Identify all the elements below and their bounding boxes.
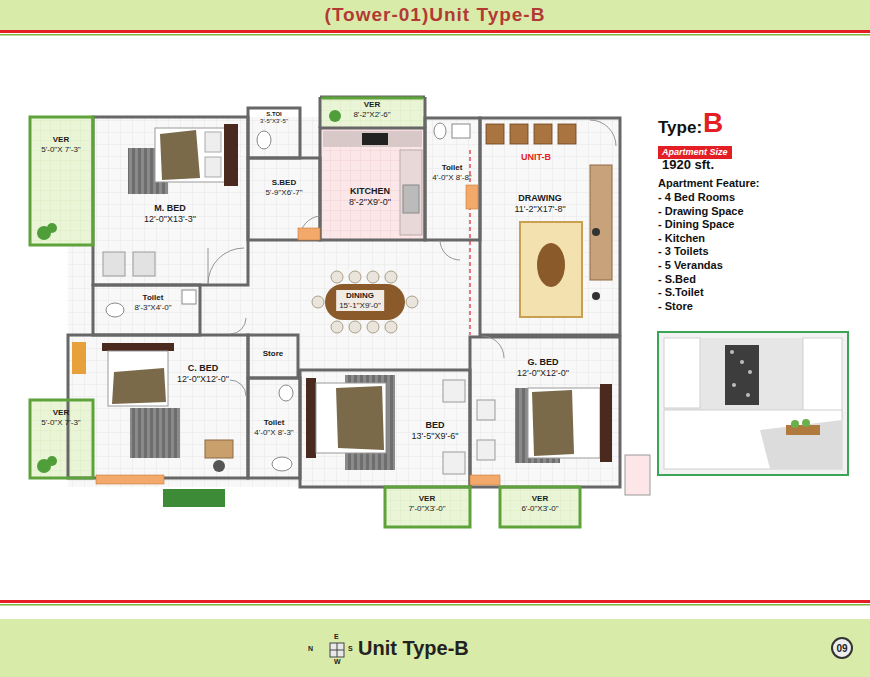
room-dimension: 12'-0"X13'-3"	[144, 214, 196, 225]
room-name: DRAWING	[514, 193, 565, 204]
room-label: C. BED12'-0"X12'-0"	[177, 363, 229, 385]
veranda-box: VER5'-0"X 7'-3"	[30, 400, 93, 478]
compass-letter: E	[334, 633, 339, 641]
plan-title: (Tower-01)Unit Type-B	[0, 4, 870, 26]
room-label: VER8'-2"X2'-6"	[353, 100, 390, 119]
room-dimension: 15'-1"X9'-0"	[339, 301, 381, 311]
room-box: S.TOI3'-5"X3'-5"	[248, 108, 300, 158]
room-dimension: 12'-0"X12'-0"	[177, 374, 229, 385]
feature-item: - 3 Toilets	[658, 245, 709, 258]
room-dimension: 11'-2"X17'-8"	[514, 204, 565, 215]
page-number-text: 09	[836, 643, 847, 654]
room-name: KITCHEN	[349, 186, 391, 197]
feature-heading: Apartment Feature:	[658, 177, 759, 190]
room-box: S.BED5'-9"X6'-7"	[248, 158, 320, 240]
room-box: C. BED12'-0"X12'-0"	[68, 335, 248, 478]
room-label: G. BED12'-0"X12'-0"	[517, 357, 569, 379]
room-dimension: 6'-0"X3'-0"	[521, 504, 558, 514]
room-box: Toilet4'-0"X 8'-8"	[425, 118, 480, 240]
room-name: VER	[39, 408, 83, 418]
unit-tag: UNIT-B	[521, 152, 551, 162]
room-dimension: 12'-0"X12'-0"	[517, 368, 569, 379]
room-label: KITCHEN8'-2"X9'-0"	[349, 186, 391, 208]
room-dimension: 8'-3"X4'-0"	[134, 303, 171, 313]
room-dimension: 8'-2"X2'-6"	[353, 110, 390, 120]
room-box: BED13'-5"X9'-6"	[300, 370, 470, 487]
room-name: BED	[412, 420, 459, 431]
room-name: Store	[263, 349, 283, 359]
veranda-box: VER8'-2"X2'-6"	[320, 97, 425, 128]
room-name: S.TOI	[260, 111, 288, 118]
veranda-box: VER5'-0"X 7'-3"	[30, 117, 93, 245]
room-label: S.BED5'-9"X6'-7"	[265, 178, 302, 197]
room-box: M. BED12'-0"X13'-3"	[93, 117, 248, 285]
room-dimension: 8'-2"X9'-0"	[349, 197, 391, 208]
compass-letter: N	[308, 645, 313, 653]
room-name: VER	[408, 494, 445, 504]
room-dimension: 4'-0"X 8'-3"	[252, 428, 296, 438]
room-dimension: 5'-0"X 7'-3"	[39, 145, 83, 155]
room-name: M. BED	[144, 203, 196, 214]
feature-item: - S.Bed	[658, 273, 696, 286]
feature-item: - Dining Space	[658, 218, 734, 231]
veranda-box: VER6'-0"X3'-0"	[500, 487, 580, 527]
room-label: DINING15'-1"X9'-0"	[336, 290, 384, 311]
room-name: VER	[353, 100, 390, 110]
room-label: VER7'-0"X3'-0"	[408, 494, 445, 513]
room-box: Toilet4'-0"X 8'-3"	[248, 378, 300, 478]
room-box: KITCHEN8'-2"X9'-0"	[320, 128, 425, 240]
feature-item: - Store	[658, 300, 693, 313]
room-name: DINING	[339, 291, 381, 301]
room-dimension: 5'-9"X6'-7"	[265, 188, 302, 198]
feature-item: - Kitchen	[658, 232, 705, 245]
room-label: VER5'-0"X 7'-3"	[39, 408, 83, 427]
room-box: DINING15'-1"X9'-0"	[248, 240, 470, 335]
room-label: Store	[263, 349, 283, 359]
feature-item: - Drawing Space	[658, 205, 744, 218]
apartment-size: 1920 sft.	[662, 158, 714, 173]
room-label: Toilet4'-0"X 8'-3"	[252, 418, 296, 437]
room-label: S.TOI3'-5"X3'-5"	[260, 111, 288, 125]
size-band: Apartment Size	[658, 146, 732, 159]
feature-item: - 5 Verandas	[658, 259, 723, 272]
room-dimension: 13'-5"X9'-6"	[412, 431, 459, 442]
room-dimension: 3'-5"X3'-5"	[260, 118, 288, 125]
room-name: G. BED	[517, 357, 569, 368]
footer-title: Unit Type-B	[358, 637, 469, 660]
size-band-text: Apartment Size	[662, 147, 728, 158]
room-label: Toilet4'-0"X 8'-8"	[432, 163, 472, 182]
feature-item: - S.Toilet	[658, 286, 704, 299]
veranda-box: VER7'-0"X3'-0"	[385, 487, 470, 527]
room-name: Toilet	[134, 293, 171, 303]
room-dimension: 7'-0"X3'-0"	[408, 504, 445, 514]
room-name: Toilet	[252, 418, 296, 428]
room-name: VER	[521, 494, 558, 504]
room-name: C. BED	[177, 363, 229, 374]
room-label: VER6'-0"X3'-0"	[521, 494, 558, 513]
compass-letter: S	[348, 645, 353, 653]
room-box: DRAWING11'-2"X17'-8"	[480, 118, 620, 335]
compass-letter: W	[334, 658, 341, 666]
room-name: Toilet	[432, 163, 472, 173]
room-label: BED13'-5"X9'-6"	[412, 420, 459, 442]
room-name: VER	[39, 135, 83, 145]
room-label: Toilet8'-3"X4'-0"	[134, 293, 171, 312]
type-letter: B	[703, 107, 723, 139]
page-number: 09	[831, 637, 853, 659]
room-box: Store	[248, 335, 298, 378]
room-dimension: 4'-0"X 8'-8"	[432, 173, 472, 183]
type-label: Type:	[658, 118, 702, 138]
room-label: VER5'-0"X 7'-3"	[39, 135, 83, 154]
room-dimension: 5'-0"X 7'-3"	[39, 418, 83, 428]
room-box: G. BED12'-0"X12'-0"	[470, 337, 620, 487]
room-label: M. BED12'-0"X13'-3"	[144, 203, 196, 225]
room-label: DRAWING11'-2"X17'-8"	[514, 193, 565, 215]
room-name: S.BED	[265, 178, 302, 188]
feature-item: - 4 Bed Rooms	[658, 191, 735, 204]
room-box: Toilet8'-3"X4'-0"	[93, 285, 200, 335]
